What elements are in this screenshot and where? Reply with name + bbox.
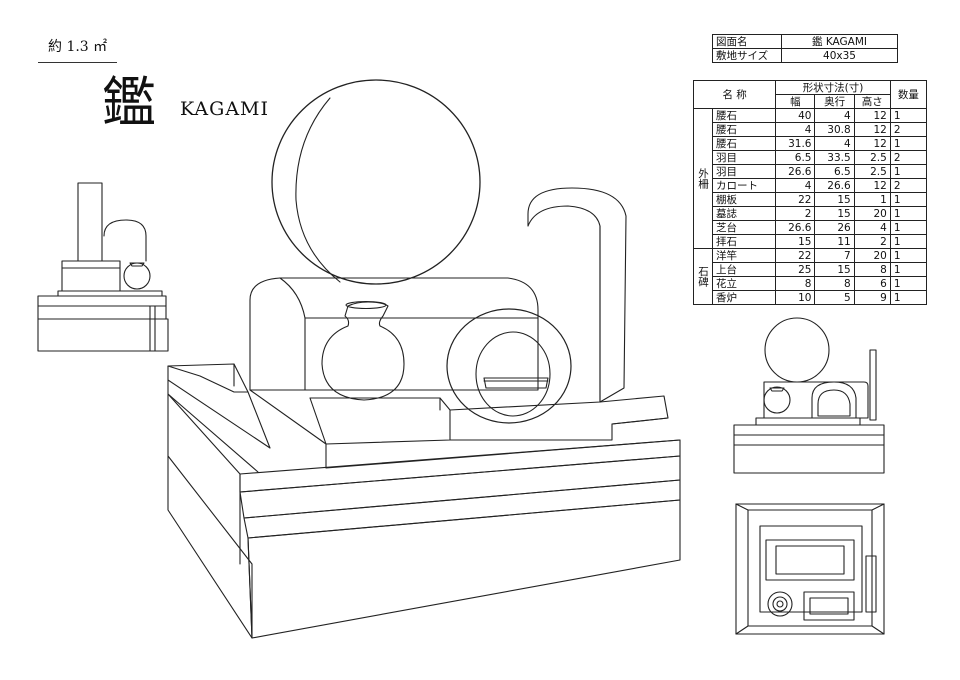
spec-header-qty: 数量 — [889, 80, 928, 109]
front-elevation-drawing — [733, 317, 885, 474]
logo-kanji: 鑑 — [102, 71, 156, 134]
info-row: 図面名鑑 KAGAMI — [712, 34, 898, 49]
area-label: 約 1.3 ㎡ — [38, 36, 118, 63]
info-value: 40x35 — [781, 48, 898, 63]
info-label: 図面名 — [712, 34, 782, 49]
spec-cell-height: 20 — [853, 248, 891, 263]
logo-roman: KAGAMI — [180, 98, 270, 120]
spec-cell-width: 10 — [775, 290, 816, 305]
spec-cell-name: 墓誌 — [711, 206, 777, 221]
spec-cell-name: カロート — [711, 178, 777, 193]
spec-cell-name: 拝石 — [711, 234, 777, 249]
spec-cell-name: 洋竿 — [711, 248, 777, 263]
spec-cell-name: 腰石 — [711, 122, 777, 137]
spec-cell-height: 12 — [853, 136, 891, 151]
spec-cell-qty: 1 — [889, 290, 928, 305]
side-elevation-drawing — [37, 182, 169, 352]
spec-header-height: 高さ — [853, 94, 891, 109]
spec-cell-name: 羽目 — [711, 150, 777, 165]
spec-cell-height: 2.5 — [853, 150, 891, 165]
plan-view-drawing — [735, 503, 885, 635]
spec-cell-depth: 15 — [814, 192, 855, 207]
spec-cell-qty: 1 — [889, 234, 928, 249]
spec-cell-depth: 5 — [814, 290, 855, 305]
spec-cell-name: 羽目 — [711, 164, 777, 179]
spec-cell-qty: 1 — [889, 108, 928, 123]
spec-cell-depth: 11 — [814, 234, 855, 249]
spec-cell-height: 12 — [853, 178, 891, 193]
spec-header-depth: 奥行 — [814, 94, 855, 109]
spec-cell-name: 香炉 — [711, 290, 777, 305]
isometric-drawing — [167, 79, 681, 639]
